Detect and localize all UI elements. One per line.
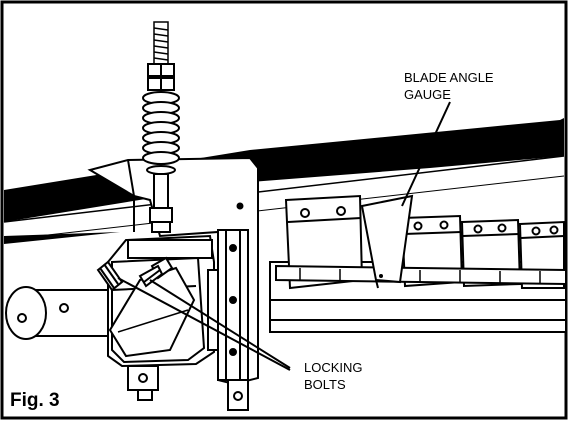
belt-edge-left: [4, 232, 120, 244]
locking-bolt-left: [96, 260, 124, 292]
gauge-leader-line: [401, 101, 451, 207]
gauge-label-line1: BLADE ANGLE: [404, 70, 494, 85]
slotted-rail: [217, 229, 249, 411]
bolts-label-line1: LOCKING: [304, 360, 363, 375]
threaded-rod: [153, 21, 169, 65]
tube-end-left: [5, 286, 119, 340]
tension-spring: [142, 91, 180, 165]
adjusting-nuts: [147, 63, 175, 91]
bolt-leader-line-1: [149, 279, 291, 369]
figure-number: Fig. 3: [10, 390, 60, 411]
bolts-label-line2: BOLTS: [304, 377, 346, 392]
blade-hinge-strip: [275, 264, 567, 286]
locking-bolt-right: [138, 256, 174, 288]
figure-label-bg: [4, 376, 104, 416]
clamp-insert: [108, 266, 196, 358]
clamp-tab: [127, 365, 159, 401]
bolt-leader-line-2: [117, 277, 291, 371]
gauge-label-line2: GAUGE: [404, 87, 451, 102]
blade-angle-gauge: [360, 194, 414, 284]
rod-lower: [146, 165, 176, 233]
